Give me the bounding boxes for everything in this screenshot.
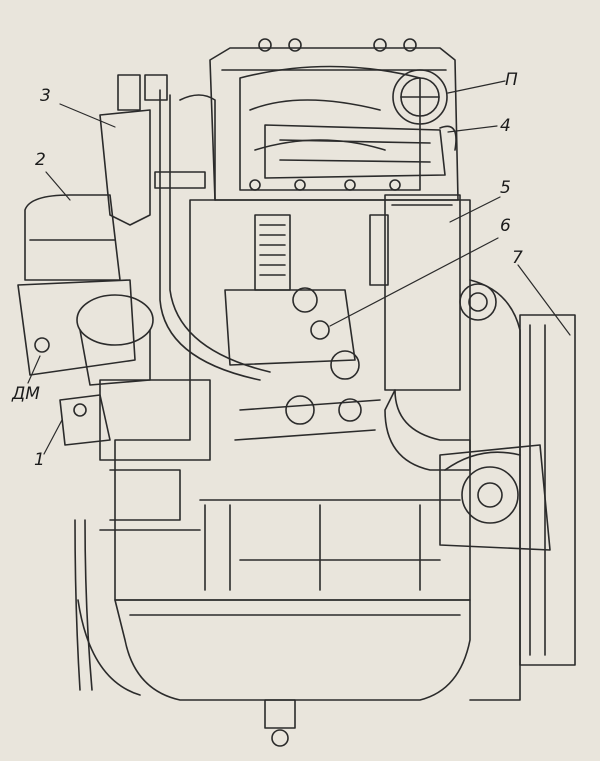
oil-pump: [59, 379, 211, 696]
callout-5: 5: [500, 178, 511, 198]
air-cleaner: [17, 194, 154, 386]
oil-filler-cap: [392, 69, 448, 125]
exhaust-manifold: [264, 124, 457, 179]
air-intake-pipe: [384, 194, 471, 471]
fuel-filter: [99, 74, 271, 381]
callout-6: 6: [500, 216, 511, 236]
callout-7: 7: [512, 248, 523, 268]
callout-3: 3: [40, 86, 51, 106]
callout-p: П: [505, 70, 518, 90]
callout-dm: ДМ: [12, 384, 40, 404]
fuel-injection-pump: [224, 287, 381, 441]
oil-pan: [114, 599, 471, 747]
leader-lines: [27, 80, 571, 455]
engine-block: [114, 199, 471, 601]
callout-2: 2: [35, 150, 46, 170]
callout-4: 4: [500, 116, 511, 136]
water-pump: [439, 444, 551, 551]
callout-1: 1: [34, 450, 45, 470]
